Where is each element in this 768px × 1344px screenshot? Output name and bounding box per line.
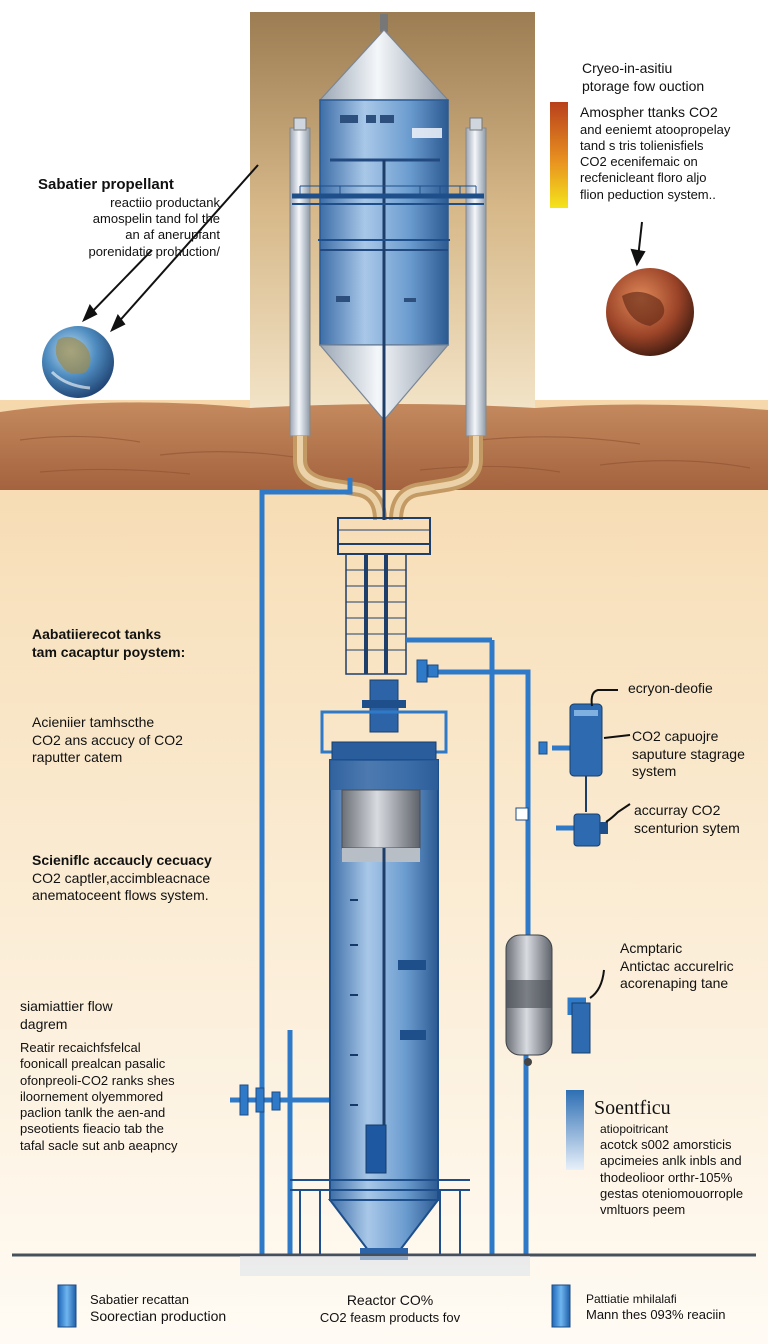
- label-line: iloornement olyemmored: [20, 1088, 164, 1104]
- legend-item-2: Reactor CO% CO2 feasm products fov: [300, 1292, 480, 1326]
- label-line: paclion tanlk the aen-and: [20, 1105, 166, 1120]
- legend-item-1: Sabatier recattan Soorectian production: [90, 1292, 270, 1326]
- mars-icon: [606, 268, 694, 356]
- legend-line: Sabatier recattan: [90, 1292, 190, 1307]
- label-sci-right: Soentficu: [594, 1096, 764, 1121]
- label-line: porenidatic prohuction/: [88, 243, 220, 259]
- label-line: tand s tris tolienisfiels: [580, 137, 704, 153]
- gradient-bar-icon: [550, 102, 568, 208]
- label-line: ofonpreoli-CO2 ranks shes: [20, 1072, 175, 1088]
- legend-line: Soorectian production: [90, 1308, 227, 1325]
- label-line: CO2 ecenifemaic on: [580, 154, 698, 169]
- blue-pipe-network: [230, 478, 586, 1255]
- label-title-line: siamiattier flow: [20, 998, 113, 1014]
- ground-texture: [19, 435, 751, 475]
- label-line: flion peduction system..: [580, 186, 716, 202]
- label-line: system: [632, 763, 677, 779]
- label-top-right: Amospher ttanks CO2 and eeniemt atooprop…: [580, 104, 765, 203]
- upper-tank: [318, 14, 450, 520]
- label-line: gestas oteniomouorrople: [600, 1185, 744, 1201]
- upper-platform: [292, 185, 484, 241]
- label-line: accurray CO2: [634, 802, 721, 818]
- pointer-arrows: [82, 164, 646, 999]
- label-line: reactiio productank: [110, 194, 220, 210]
- label-line: CO2 ans accucy of CO2: [32, 731, 183, 748]
- label-top-left: Sabatier propellant reactiio productank …: [38, 176, 220, 260]
- label-mid-left-body: Acieniier tamhscthe CO2 ans accucy of CO…: [32, 714, 242, 767]
- label-line: Reatir recaichfsfelcal: [20, 1040, 141, 1055]
- label-line: amospelin tand fol the: [92, 211, 220, 226]
- label-line: and eeniemt atoopropelay: [580, 121, 731, 137]
- label-line: Acieniier tamhscthe: [32, 714, 155, 730]
- label-line: foonicall prealcan pasalic: [20, 1056, 166, 1072]
- label-line: CO2 capuojre: [632, 728, 719, 744]
- label-line: recfenicleant floro aljo: [580, 170, 707, 186]
- label-flow-body: Reatir recaichfsfelcal foonicall prealca…: [20, 1040, 220, 1154]
- label-right-4: Acmptaric Antictac accurelric acorenapin…: [620, 940, 760, 993]
- label-line: apcimeies anlk inbls and: [600, 1153, 742, 1169]
- left-column-upper: [289, 127, 311, 437]
- label-line: raputter catem: [32, 749, 123, 765]
- co2-capture-tank: [569, 703, 603, 812]
- main-reactor: [320, 679, 448, 1260]
- label-title: Soentficu: [594, 1097, 671, 1119]
- label-line: Acmptaric: [620, 940, 683, 956]
- label-right-1: ecryon-deofie: [628, 680, 713, 696]
- label-line: saputure stagrage: [632, 745, 745, 762]
- legend-line: CO2 feasm products fov: [319, 1309, 461, 1325]
- blue-legend-swatch-icon: [551, 1284, 571, 1328]
- blue-gradient-bar: [566, 1090, 584, 1170]
- label-line: thodeolioor orthr-105%: [600, 1169, 733, 1185]
- support-frame: [290, 1179, 470, 1255]
- label-flow-diagram: siamiattier flow dagrem: [20, 998, 220, 1033]
- co2-separator: [573, 813, 608, 847]
- label-line: acotck s002 amorsticis: [600, 1137, 732, 1152]
- label-title-line: Aabatiierecot tanks: [32, 626, 162, 642]
- label-line: pseotients fieacio tab the: [20, 1121, 164, 1137]
- central-lattice: [337, 517, 431, 675]
- label-line: acorenaping tane: [620, 975, 729, 991]
- legend-line: Reactor CO%: [346, 1292, 434, 1308]
- label-title-line: tam cacaptur poystem:: [32, 643, 186, 660]
- legend-line: Mann thes 093% reaciin: [586, 1307, 726, 1322]
- label-line: atiopoitricant: [600, 1122, 669, 1136]
- label-line: Antictac accurelric: [620, 957, 734, 974]
- right-column-upper: [465, 127, 487, 437]
- label-line: tafal sacle sut anb aeapncy: [20, 1137, 178, 1153]
- label-mid-left: Aabatiierecot tanks tam cacaptur poystem…: [32, 626, 242, 661]
- legend-line: Pattiatie mhilalafi: [586, 1292, 677, 1306]
- label-title-line: CO2 captler,accimbleacnace: [32, 869, 211, 886]
- label-line: vmltuors peem: [600, 1202, 686, 1217]
- legend-item-3: Pattiatie mhilalafi Mann thes 093% reaci…: [586, 1292, 761, 1323]
- label-sci-right-body: atiopoitricant acotck s002 amorsticis ap…: [600, 1122, 768, 1218]
- label-right-3: accurray CO2 scenturion sytem: [634, 802, 764, 837]
- label-line: scenturion sytem: [634, 819, 740, 836]
- label-sci-left: Scieniflc accaucly cecuacy CO2 captler,a…: [32, 852, 252, 905]
- storage-tank-gray: [505, 934, 591, 1066]
- label-title-line: dagrem: [20, 1015, 68, 1032]
- label-title: Sabatier propellant: [38, 176, 174, 193]
- label-top-right-title: Cryeo-in-asitiu ptorage fow ouction: [582, 60, 762, 95]
- label-line: anematoceent flows system.: [32, 887, 209, 903]
- label-line: Amospher ttanks CO2: [580, 104, 718, 120]
- label-title-line: Cryeo-in-asitiu: [582, 60, 673, 76]
- label-title-line: ptorage fow ouction: [582, 77, 705, 94]
- label-title-line: Scieniflc accaucly cecuacy: [32, 852, 212, 868]
- blue-legend-swatch-icon: [57, 1284, 77, 1328]
- label-right-2: CO2 capuojre saputure stagrage system: [632, 728, 762, 781]
- earth-icon: [42, 326, 114, 398]
- label-line: an af anerupfant: [125, 227, 220, 243]
